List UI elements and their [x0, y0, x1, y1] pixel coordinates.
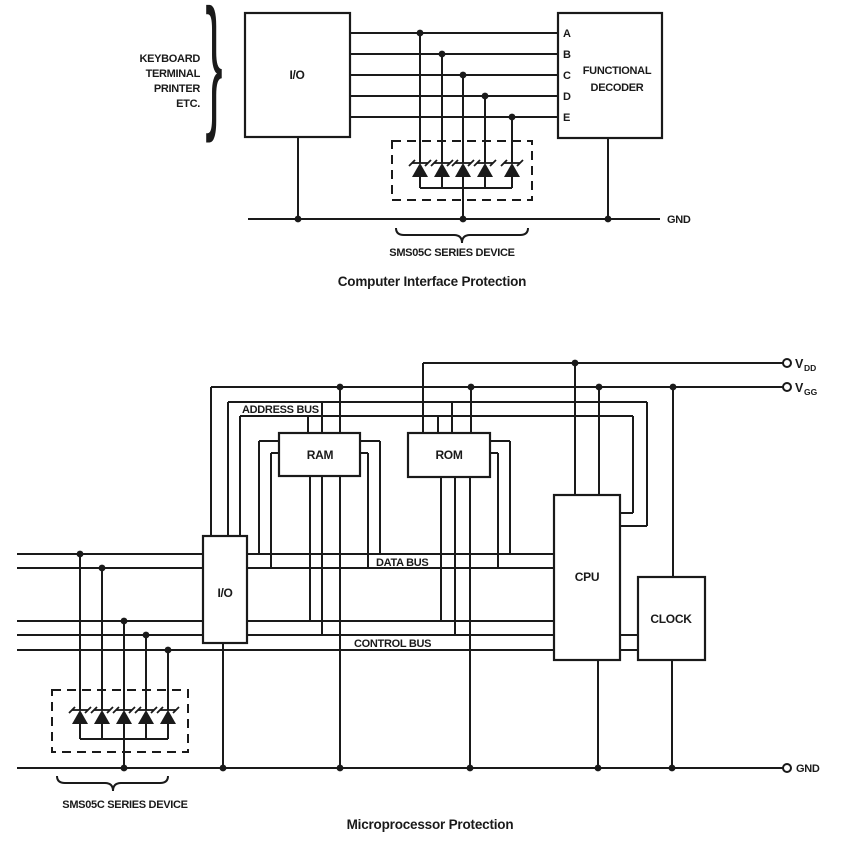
peripheral-label: KEYBOARD TERMINAL PRINTER ETC. }: [139, 0, 222, 144]
tvs-array-outline: [391, 140, 533, 201]
decoder-pin-labels: A B C D E: [563, 28, 571, 124]
ram-block: [277, 431, 362, 478]
ram-rom-bottom-taps: [309, 476, 471, 768]
peripheral-line-4: ETC.: [176, 98, 200, 110]
cpu-block: [552, 493, 622, 662]
data-bus-label: DATA BUS: [376, 557, 428, 569]
gnd-label: GND: [796, 763, 820, 775]
io-block-label: I/O: [217, 586, 232, 600]
cpu-block-label: CPU: [575, 570, 599, 584]
pin-b-label: B: [563, 49, 571, 61]
vdd-terminal: [782, 358, 792, 368]
io-block-label: I/O: [289, 68, 304, 82]
pin-d-label: D: [563, 91, 571, 103]
top-diagram-title: Computer Interface Protection: [338, 274, 526, 289]
tvs-array-outline: [51, 689, 189, 753]
tvs-diode-icon: [451, 159, 475, 178]
functional-decoder-block: [556, 11, 664, 140]
device-caption: SMS05C SERIES DEVICE: [62, 799, 187, 811]
control-bus-label: CONTROL BUS: [354, 638, 431, 650]
pin-c-label: C: [563, 70, 571, 82]
vgg-terminal: [782, 382, 792, 392]
tvs-diode-array: [51, 689, 189, 768]
decoder-label-line2: DECODER: [591, 82, 644, 94]
rom-block: [406, 431, 492, 479]
bottom-diagram-title: Microprocessor Protection: [347, 817, 514, 832]
io-block: [201, 534, 249, 645]
data-bus: DATA BUS: [17, 550, 554, 572]
tvs-diode-icon: [68, 706, 92, 725]
clock-block: [636, 575, 707, 662]
gnd-terminal: [782, 763, 792, 773]
pin-a-label: A: [563, 28, 571, 40]
computer-interface-protection-diagram: KEYBOARD TERMINAL PRINTER ETC. } I/O FUN…: [139, 0, 691, 289]
tvs-diode-icon: [90, 706, 114, 725]
gnd-label: GND: [667, 214, 691, 226]
tvs-diode-icon: [112, 706, 136, 725]
clock-block-label: CLOCK: [650, 612, 692, 626]
ram-rom-data-stubs: [258, 440, 511, 568]
control-bus: CONTROL BUS: [17, 617, 638, 654]
vgg-label: V: [795, 381, 804, 395]
underbrace-icon: [56, 775, 169, 792]
ground-net: GND: [17, 643, 820, 775]
tvs-diode-icon: [473, 159, 497, 178]
tvs-diode-icon: [156, 706, 180, 725]
tvs-diode-array: [391, 140, 533, 219]
tvs-diode-icon: [500, 159, 524, 178]
curly-brace-icon: }: [205, 0, 222, 144]
vdd-label-sub: DD: [804, 363, 816, 373]
address-bus: ADDRESS BUS: [227, 401, 648, 536]
peripheral-line-3: PRINTER: [154, 83, 201, 95]
tvs-tap-lines: [79, 554, 169, 710]
microprocessor-protection-diagram: V DD V GG: [17, 357, 820, 832]
rom-block-label: ROM: [435, 448, 462, 462]
tvs-diode-icon: [430, 159, 454, 178]
supply-rails: V DD V GG: [210, 357, 818, 577]
vdd-label: V: [795, 357, 804, 371]
ram-block-label: RAM: [307, 448, 334, 462]
tvs-diode-icon: [408, 159, 432, 178]
peripheral-line-2: TERMINAL: [146, 68, 201, 80]
tvs-diode-icon: [134, 706, 158, 725]
decoder-label-line1: FUNCTIONAL: [583, 65, 652, 77]
peripheral-line-1: KEYBOARD: [139, 53, 200, 65]
device-caption: SMS05C SERIES DEVICE: [389, 247, 514, 259]
pin-e-label: E: [563, 112, 570, 124]
vgg-label-sub: GG: [804, 387, 818, 397]
io-block: [243, 11, 352, 139]
interface-signal-lines: [350, 29, 558, 163]
ground-net: GND: [248, 137, 691, 226]
address-bus-label: ADDRESS BUS: [242, 404, 319, 416]
underbrace-icon: [395, 227, 529, 244]
